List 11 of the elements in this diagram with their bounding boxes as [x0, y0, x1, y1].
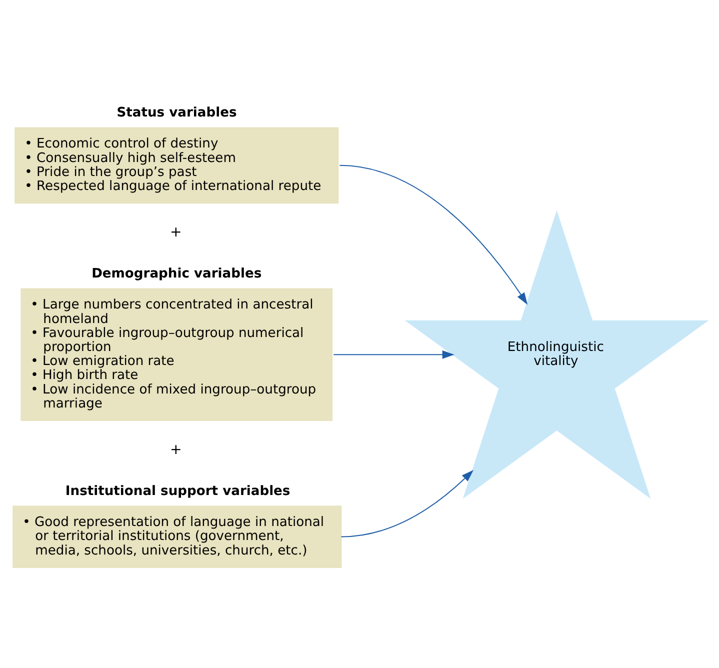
node-label: Demographic variables	[92, 266, 262, 282]
label: +	[170, 441, 182, 458]
node-box: • Good representation of language in national or territorial institutions (government, media, schools, universities, church, etc.)	[12, 505, 342, 568]
node-label: Status variables	[116, 105, 237, 120]
arrow	[341, 469, 474, 537]
arrow	[340, 164, 528, 304]
node-label: Institutional support variables	[65, 483, 290, 498]
arrow	[334, 350, 454, 358]
label: +	[170, 224, 182, 240]
node-box: • Large numbers concentrated in ancestral homeland • Favourable ingroup–outgroup numerical proportion • Low emigration rate • High birth rate • Low incidence of mixed ingroup–outgroup marriage	[20, 288, 333, 421]
node-box: • Economic control of destiny • Consensually high self-esteem • Pride in the group’s past • Respected language of international repute	[14, 126, 339, 204]
